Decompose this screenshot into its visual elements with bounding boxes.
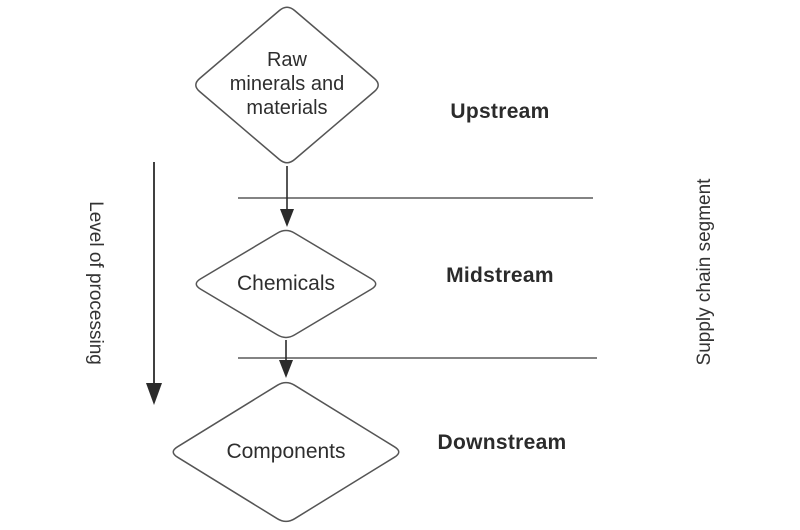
segment-label-upstream: Upstream [450, 100, 550, 123]
axis-label-level-of-processing: Level of processing [85, 201, 106, 365]
axis-label-supply-chain-segment: Supply chain segment [694, 178, 715, 366]
arrowhead-raw-to-chemicals [280, 209, 294, 227]
level-of-processing-arrowhead [146, 383, 162, 405]
node-label-raw-minerals-line1: Raw [266, 49, 307, 71]
node-label-raw-minerals-line3: materials [246, 97, 328, 119]
diamond-raw-minerals [195, 6, 379, 164]
node-label-raw-minerals-line2: minerals and [229, 73, 345, 95]
segment-label-midstream: Midstream [446, 264, 554, 287]
diamond-components [172, 381, 400, 523]
node-label-raw-minerals: Raw minerals and materials [187, 48, 387, 120]
diamond-chemicals [195, 229, 377, 339]
node-label-components: Components [226, 440, 346, 463]
arrowhead-chemicals-to-components [279, 360, 293, 378]
segment-label-downstream: Downstream [437, 431, 567, 454]
node-label-chemicals: Chemicals [236, 272, 336, 295]
